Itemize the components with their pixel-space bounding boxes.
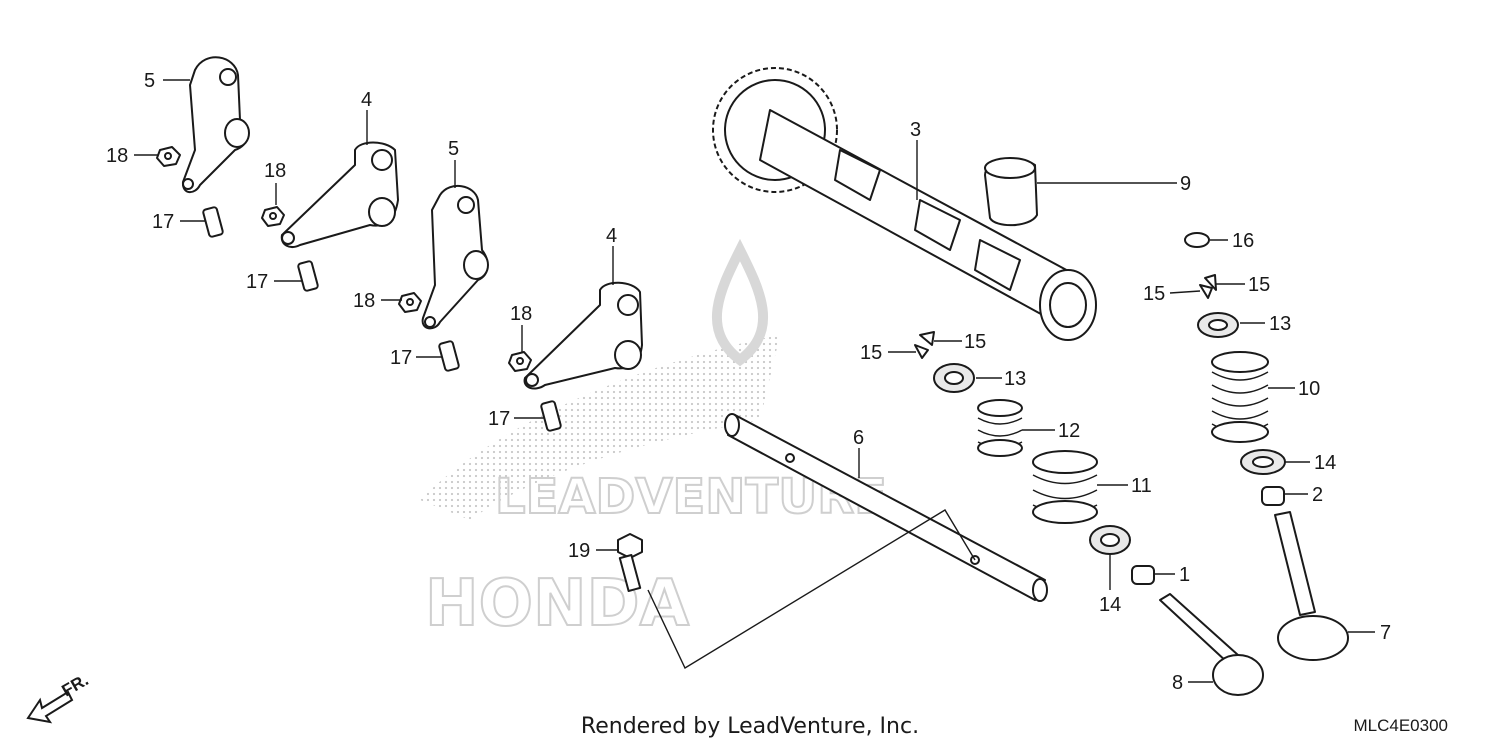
spring-11[interactable] [1032,450,1098,524]
nut-18a[interactable] [156,146,181,167]
callout-4b[interactable]: 4 [606,225,617,247]
watermark-flame-shape [711,238,769,367]
cotter-15d[interactable] [919,331,935,346]
leader-lines [134,79,1375,683]
camshaft-3[interactable] [712,67,1097,341]
callout-2[interactable]: 2 [1312,484,1323,506]
front-arrow-icon [26,690,74,724]
callout-15b[interactable]: 15 [1248,274,1270,296]
screw-17b[interactable] [297,260,319,292]
callout-17c[interactable]: 17 [390,347,412,369]
spring-seat-14a[interactable] [1240,449,1286,475]
watermark-honda: HONDA [425,567,690,641]
spring-12[interactable] [977,399,1023,457]
rocker-arm-5b[interactable] [421,185,489,330]
rocker-arm-4a[interactable] [280,141,399,248]
valve-8[interactable] [1159,593,1264,696]
callout-4a[interactable]: 4 [361,89,372,111]
callout-15d[interactable]: 15 [964,331,986,353]
spring-seat-14b[interactable] [1089,525,1131,555]
callout-17a[interactable]: 17 [152,211,174,233]
callout-8[interactable]: 8 [1172,672,1183,694]
callout-5a[interactable]: 5 [144,70,155,92]
tappet-9[interactable] [984,157,1038,227]
callouts: 5 18 17 4 18 17 5 18 17 18 17 4 3 6 19 9… [106,70,1391,694]
callout-18d[interactable]: 18 [510,303,532,325]
callout-13a[interactable]: 13 [1269,313,1291,335]
callout-14b[interactable]: 14 [1099,594,1121,616]
callout-16[interactable]: 16 [1232,230,1254,252]
diagram-code: MLC4E0300 [1353,716,1448,735]
callout-13b[interactable]: 13 [1004,368,1026,390]
nut-18d[interactable] [508,351,532,372]
callout-15c[interactable]: 15 [860,342,882,364]
watermark: LEADVENTURE HONDA [420,238,888,642]
shim-16[interactable] [1184,232,1210,248]
footer-credit: Rendered by LeadVenture, Inc. [580,714,920,739]
rocker-arm-5a[interactable] [181,56,250,194]
callout-19[interactable]: 19 [568,540,590,562]
retainer-13b[interactable] [933,363,975,393]
screw-17a[interactable] [202,206,224,238]
rocker-arm-4b[interactable] [523,281,643,390]
cotter-15b[interactable] [1204,274,1217,291]
cotter-15a[interactable] [1199,284,1213,299]
callout-10[interactable]: 10 [1298,378,1320,400]
valve-7[interactable] [1274,511,1349,661]
watermark-wing-shape [420,335,780,520]
nut-18b[interactable] [261,206,285,227]
callout-18c[interactable]: 18 [353,290,375,312]
callout-5b[interactable]: 5 [448,138,459,160]
callout-9[interactable]: 9 [1180,173,1191,195]
callout-11[interactable]: 11 [1131,475,1152,497]
callout-17b[interactable]: 17 [246,271,268,293]
cotter-15c[interactable] [914,344,929,359]
callout-15a[interactable]: 15 [1143,283,1165,305]
bolt-19[interactable] [617,533,643,592]
seal-2[interactable] [1261,486,1285,506]
spring-10[interactable] [1211,351,1269,443]
callout-17d[interactable]: 17 [488,408,510,430]
callout-14a[interactable]: 14 [1314,452,1336,474]
callout-6[interactable]: 6 [853,427,864,449]
callout-7[interactable]: 7 [1380,622,1391,644]
nut-18c[interactable] [398,292,422,313]
callout-18a[interactable]: 18 [106,145,128,167]
callout-3[interactable]: 3 [910,119,921,141]
callout-18b[interactable]: 18 [264,160,286,182]
reference-lines [647,509,976,670]
callout-1[interactable]: 1 [1179,564,1190,586]
retainer-13a[interactable] [1197,312,1239,338]
callout-12[interactable]: 12 [1058,420,1080,442]
seal-1[interactable] [1131,565,1155,585]
screw-17c[interactable] [438,340,460,372]
